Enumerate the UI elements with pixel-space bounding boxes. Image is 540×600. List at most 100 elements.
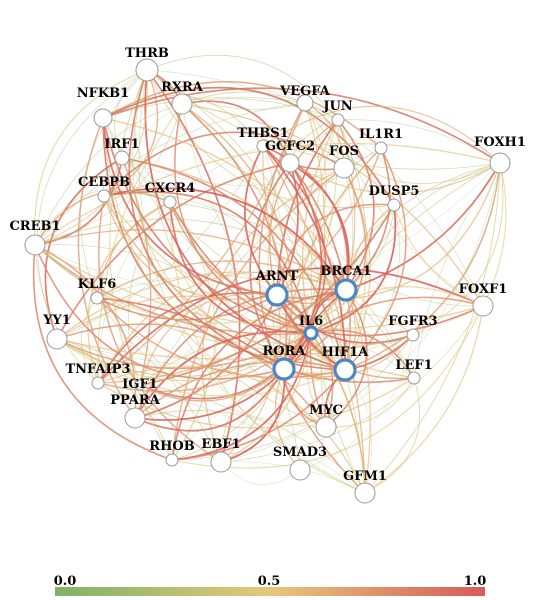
edge-cebpb-ebf1 <box>98 195 222 463</box>
edge-creb1-foxh1 <box>34 142 501 246</box>
node-label: IL1R1 <box>359 127 403 142</box>
node-thbs1[interactable]: THBS1 <box>237 126 289 153</box>
node-circle[interactable] <box>90 291 104 305</box>
edge-rora-ebf1 <box>220 368 286 463</box>
node-rhob[interactable]: RHOB <box>149 439 195 467</box>
node-circle[interactable] <box>265 283 289 307</box>
node-circle[interactable] <box>135 58 159 82</box>
node-il1r1[interactable]: IL1R1 <box>359 127 403 155</box>
node-jun[interactable]: JUN <box>322 99 353 127</box>
node-circle[interactable] <box>387 198 401 212</box>
node-label: GCFC2 <box>265 139 315 154</box>
node-lef1[interactable]: LEF1 <box>395 358 433 385</box>
node-circle[interactable] <box>303 325 319 341</box>
node-circle[interactable] <box>354 482 376 504</box>
edge-foxh1-ebf1 <box>220 162 501 463</box>
node-circle[interactable] <box>272 357 296 381</box>
node-circle[interactable] <box>210 451 232 473</box>
edge-rora-rhob <box>171 368 285 461</box>
node-brca1[interactable]: BRCA1 <box>320 264 372 302</box>
node-fgfr3[interactable]: FGFR3 <box>388 314 438 342</box>
edge-thbs1-ebf1 <box>220 145 284 463</box>
node-label: KLF6 <box>78 277 117 292</box>
edge-hif1a-thbs1 <box>262 145 346 371</box>
node-tnfaip3[interactable]: TNFAIP3 <box>65 362 131 390</box>
edge-jun-foxh1 <box>337 119 501 164</box>
node-circle[interactable] <box>256 139 270 153</box>
node-circle[interactable] <box>97 189 111 203</box>
edge-thbs1-gfm1 <box>262 145 366 494</box>
edge-yy1-thbs1 <box>56 145 264 340</box>
node-circle[interactable] <box>489 152 511 174</box>
colorbar <box>55 587 485 596</box>
node-vegfa[interactable]: VEGFA <box>279 84 331 112</box>
node-circle[interactable] <box>134 379 146 391</box>
node-rora[interactable]: RORA <box>262 344 306 381</box>
node-circle[interactable] <box>171 93 193 115</box>
node-igf1[interactable]: IGF1 <box>122 377 157 392</box>
node-circle[interactable] <box>407 371 421 385</box>
node-circle[interactable] <box>46 328 68 350</box>
node-circle[interactable] <box>331 113 345 127</box>
node-circle[interactable] <box>289 459 311 481</box>
edge-creb1-thrb <box>34 69 149 246</box>
edge-il6-rhob <box>171 332 312 461</box>
node-label: FOXH1 <box>474 135 526 150</box>
node-irf1[interactable]: IRF1 <box>104 137 140 166</box>
node-circle[interactable] <box>163 195 177 209</box>
node-label: FOS <box>329 144 359 159</box>
node-circle[interactable] <box>93 108 113 128</box>
node-ppara[interactable]: PPARA <box>110 393 161 429</box>
node-klf6[interactable]: KLF6 <box>78 277 117 305</box>
node-thrb[interactable]: THRB <box>125 46 169 82</box>
edge-il6-lef1 <box>310 329 415 379</box>
node-label: RORA <box>262 344 306 359</box>
node-circle[interactable] <box>114 150 130 166</box>
node-circle[interactable] <box>472 295 494 317</box>
node-foxh1[interactable]: FOXH1 <box>474 135 526 174</box>
edge-foxh1-gfm1 <box>364 162 501 494</box>
edge-hif1a-irf1 <box>121 157 346 371</box>
node-circle[interactable] <box>315 416 337 438</box>
edge-layer <box>32 54 507 494</box>
node-circle[interactable] <box>24 234 46 256</box>
node-cxcr4[interactable]: CXCR4 <box>145 181 195 209</box>
edge-nfkb1-ppara <box>77 117 136 419</box>
node-gcfc2[interactable]: GCFC2 <box>265 139 315 173</box>
node-il6[interactable]: IL6 <box>299 314 323 341</box>
edge-lef1-myc <box>325 377 415 428</box>
node-smad3[interactable]: SMAD3 <box>273 445 327 481</box>
node-yy1[interactable]: YY1 <box>42 313 71 350</box>
node-myc[interactable]: MYC <box>309 403 343 438</box>
node-dusp5[interactable]: DUSP5 <box>369 184 420 212</box>
node-circle[interactable] <box>374 141 388 155</box>
node-cebpb[interactable]: CEBPB <box>78 175 130 203</box>
node-circle[interactable] <box>296 94 314 112</box>
node-circle[interactable] <box>280 153 300 173</box>
node-circle[interactable] <box>333 157 355 179</box>
node-circle[interactable] <box>124 407 146 429</box>
node-label: ARNT <box>255 269 299 284</box>
node-foxf1[interactable]: FOXF1 <box>459 282 508 317</box>
node-circle[interactable] <box>334 278 358 302</box>
node-circle[interactable] <box>333 358 357 382</box>
edge-brca1-foxh1 <box>345 162 501 291</box>
node-rxra[interactable]: RXRA <box>161 80 204 115</box>
node-fos[interactable]: FOS <box>329 144 359 179</box>
node-hif1a[interactable]: HIF1A <box>322 345 370 382</box>
node-nfkb1[interactable]: NFKB1 <box>77 86 129 128</box>
node-label: IGF1 <box>122 377 157 392</box>
edge-nfkb1-foxh1 <box>102 87 501 164</box>
node-circle[interactable] <box>406 328 420 342</box>
node-arnt[interactable]: ARNT <box>255 269 299 307</box>
node-circle[interactable] <box>91 376 105 390</box>
edge-gfm1-thrb <box>138 69 366 494</box>
edge-thrb-ebf1 <box>146 69 241 463</box>
edge-brca1-klf6 <box>96 260 347 299</box>
node-gfm1[interactable]: GFM1 <box>343 469 387 504</box>
node-creb1[interactable]: CREB1 <box>9 219 61 256</box>
node-circle[interactable] <box>165 453 179 467</box>
node-ebf1[interactable]: EBF1 <box>201 437 241 473</box>
edge-foxh1-foxf1 <box>482 162 507 307</box>
node-label: NFKB1 <box>77 86 129 101</box>
